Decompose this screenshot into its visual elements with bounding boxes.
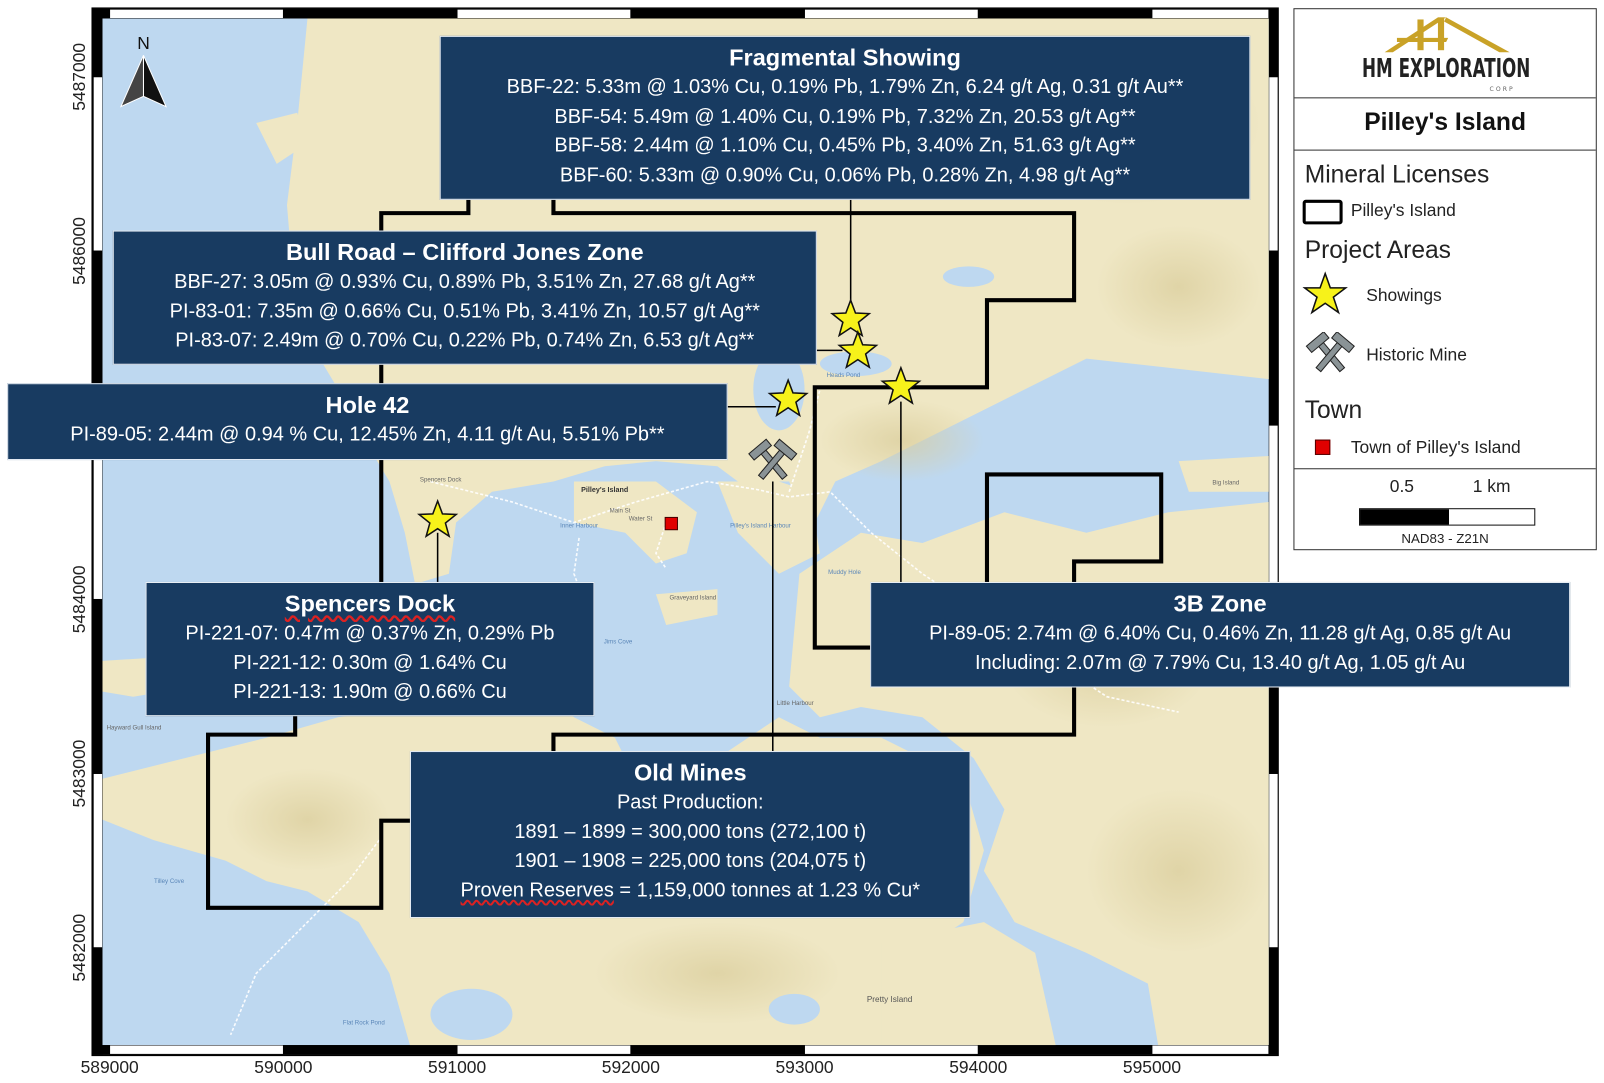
svg-text:HM EXPLORATION: HM EXPLORATION [1362,54,1530,84]
scale-datum: NAD83 - Z21N [1401,530,1489,547]
place-label: Water St [629,515,653,522]
y-tick-label: 5486000 [69,217,90,285]
callout-old-mines: Old Mines Past Production: 1891 – 1899 =… [409,751,971,919]
legend-heading-town: Town [1304,396,1363,425]
x-tick-label: 590000 [254,1057,313,1077]
x-tick-label: 595000 [1122,1057,1182,1077]
callout-line: BBF-27: 3.05m @ 0.93% Cu, 0.89% Pb, 3.51… [174,270,756,294]
license-swatch [1302,199,1343,225]
showing-star-icon[interactable] [837,329,879,369]
legend-item-town: Town of Pilley's Island [1350,437,1521,457]
hm-exploration-logo: HM EXPLORATION CORP [1362,17,1530,93]
place-label: Main St [610,507,631,514]
place-label: Pretty Island [867,995,913,1004]
place-label: Pilley's Island [581,486,628,494]
x-tick-label: 593000 [775,1057,834,1077]
place-label: Spencers Dock [420,477,462,484]
showing-star-icon[interactable] [830,298,872,338]
leader-lines [436,199,902,752]
callout-line: PI-83-01: 7.35m @ 0.66% Cu, 0.51% Pb, 3.… [169,299,760,323]
x-tick-label: 591000 [428,1057,487,1077]
callout-line: BBF-54: 5.49m @ 1.40% Cu, 0.19% Pb, 7.32… [554,105,1136,128]
callout-line: Including: 2.07m @ 7.79% Cu, 13.40 g/t A… [975,651,1466,674]
legend-heading-projects: Project Areas [1304,236,1451,265]
legend-item-license: Pilley's Island [1350,200,1456,221]
place-label: Hayward Gull Island [107,725,162,732]
svg-text:CORP: CORP [1490,86,1515,93]
y-tick-label: 5482000 [69,913,90,982]
place-label: Little Harbour [777,700,814,707]
place-label: Pilley's Island Harbour [730,523,791,530]
place-label: Inner Harbour [560,523,598,530]
callout-line: PI-221-12: 0.30m @ 1.64% Cu [233,651,507,674]
callout-line: PI-221-07: 0.47m @ 0.37% Zn, 0.29% Pb [185,621,555,645]
legend-logo-section: HM EXPLORATION CORP [1294,9,1596,99]
place-label: Big Island [1212,480,1239,487]
showing-star-icon[interactable] [767,377,809,418]
legend-item-showings: Showings [1366,285,1442,306]
legend-scale-section: 0.5 1 km NAD83 - Z21N [1294,468,1596,551]
scale-label-end: 1 km [1472,476,1511,496]
star-icon [1302,271,1348,315]
callout-line: 1891 – 1899 = 300,000 tons (272,100 t) [514,820,867,843]
north-arrow-label: N [137,33,150,53]
callout-hole-42: Hole 42 PI-89-05: 2.44m @ 0.94 % Cu, 12.… [7,383,728,461]
town-swatch [1314,439,1331,455]
callout-line-reserves: Proven Reserves = 1,159,000 tonnes at 1.… [411,876,970,905]
callout-fragmental-showing: Fragmental Showing BBF-22: 5.33m @ 1.03%… [439,35,1251,200]
callout-line: PI-89-05: 2.74m @ 6.40% Cu, 0.46% Zn, 11… [929,621,1512,645]
legend-title: Pilley's Island [1364,108,1526,137]
callout-line: PI-221-13: 1.90m @ 0.66% Cu [233,680,507,703]
legend-heading-licenses: Mineral Licenses [1304,160,1490,189]
showing-star-icon[interactable] [417,498,459,539]
map-legend: HM EXPLORATION CORP Pilley's Island Mine… [1293,8,1597,551]
callout-subtitle: Past Production: [616,790,764,814]
callout-title: Spencers Dock [284,590,456,617]
callout-line: PI-83-07: 2.49m @ 0.70% Cu, 0.22% Pb, 0.… [175,328,755,352]
x-tick-label: 589000 [80,1057,139,1077]
town-of-pilleys-island-marker[interactable] [664,516,678,531]
place-label: Graveyard Island [670,594,717,601]
place-label: Heads Pond [827,372,861,379]
callout-title: Bull Road – Clifford Jones Zone [286,238,644,266]
callout-title: Old Mines [633,759,747,786]
y-tick-label: 5483000 [69,739,90,808]
y-tick-label: 5484000 [69,565,90,634]
callout-title: Hole 42 [325,391,410,419]
callout-line: BBF-60: 5.33m @ 0.90% Cu, 0.06% Pb, 0.28… [559,163,1131,186]
callout-3b-zone: 3B Zone PI-89-05: 2.74m @ 6.40% Cu, 0.46… [870,581,1571,688]
callout-line: BBF-22: 5.33m @ 1.03% Cu, 0.19% Pb, 1.79… [506,75,1184,99]
scale-bar [1359,508,1536,526]
legend-title-section: Pilley's Island [1294,97,1596,151]
historic-mine-icon[interactable] [748,438,798,480]
showing-star-icon[interactable] [880,365,922,405]
place-label: Jims Cove [604,638,633,645]
x-tick-label: 592000 [601,1057,660,1077]
x-tick-label: 594000 [949,1057,1008,1077]
reserves-value: = 1,159,000 tonnes at 1.23 % Cu* [613,878,920,902]
scale-label-mid: 0.5 [1389,476,1414,496]
place-label: Muddy Hole [828,569,861,576]
callout-line: BBF-58: 2.44m @ 1.10% Cu, 0.45% Pb, 3.40… [554,134,1136,157]
callout-line: PI-89-05: 2.44m @ 0.94 % Cu, 12.45% Zn, … [70,423,665,446]
y-tick-label: 5487000 [69,42,90,111]
callout-line: 1901 – 1908 = 225,000 tons (204,075 t) [514,849,867,872]
callout-bull-road: Bull Road – Clifford Jones Zone BBF-27: … [112,230,817,365]
north-arrow-icon [119,55,168,108]
place-label: Flat Rock Pond [343,1020,385,1027]
place-label: Tilley Cove [154,878,185,885]
historic-mine-icon [1305,331,1355,373]
callout-title: 3B Zone [1173,590,1267,617]
reserves-label: Proven Reserves [460,878,614,902]
callout-title: Fragmental Showing [729,44,961,71]
callout-spencers-dock: Spencers Dock PI-221-07: 0.47m @ 0.37% Z… [145,581,595,717]
legend-item-historic-mine: Historic Mine [1366,345,1467,365]
